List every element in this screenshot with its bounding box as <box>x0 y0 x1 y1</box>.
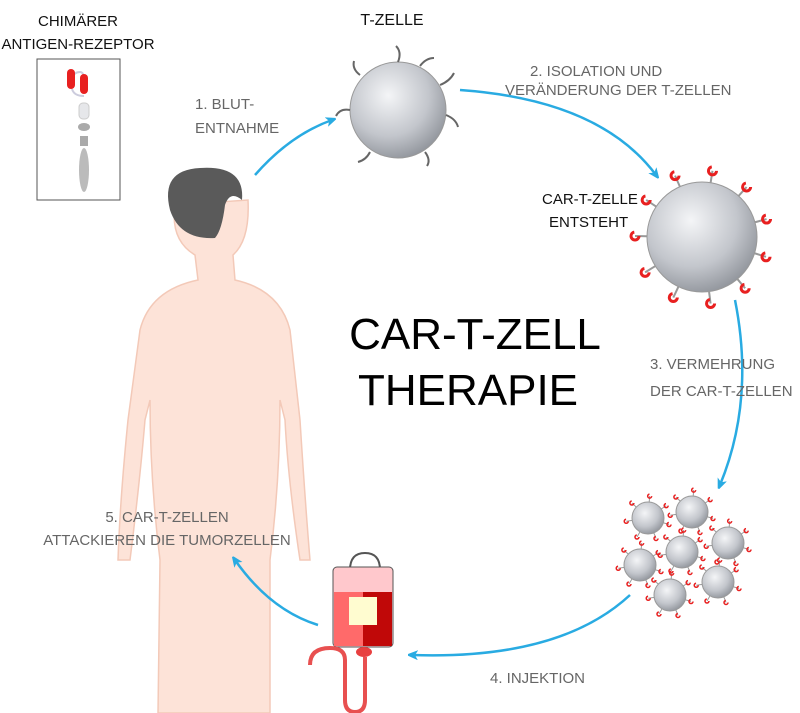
step-3-line-2: DER CAR-T-ZELLEN <box>650 383 793 400</box>
car-t-cell <box>645 570 694 619</box>
step-2-line-2: VERÄNDERUNG DER T-ZELLEN <box>505 82 732 99</box>
car-t-cell <box>693 557 742 606</box>
t-cell-icon <box>335 45 459 167</box>
cycle-arrows <box>235 88 744 655</box>
arrow-step-1 <box>254 120 332 176</box>
car-t-cell <box>623 493 672 542</box>
title-line-1: CAR-T-ZELL <box>349 310 601 359</box>
step-1-line-1: 1. BLUT- <box>195 96 255 113</box>
step-4-label: 4. INJEKTION <box>490 670 586 687</box>
arrow-step-3 <box>720 299 744 485</box>
step-3-line-1: 3. VERMEHRUNG <box>650 356 776 373</box>
step-1-line-2: ENTNAHME <box>195 120 280 137</box>
receptor-label-2: ANTIGEN-REZEPTOR <box>1 36 155 53</box>
title-line-2: THERAPIE <box>357 366 579 415</box>
car-cell-label-1: CAR-T-ZELLE <box>542 191 638 208</box>
arrow-step-5 <box>235 560 319 627</box>
blood-bag-icon <box>308 551 394 713</box>
car-t-cell <box>615 540 664 589</box>
car-cell-label-2: ENTSTEHT <box>549 214 629 231</box>
receptor-label-1: CHIMÄRER <box>37 13 119 30</box>
step-2-line-1: 2. ISOLATION UND <box>530 63 663 80</box>
car-t-cell <box>667 487 716 536</box>
receptor-illustration <box>36 58 121 201</box>
multiplied-cells-icon <box>615 487 752 619</box>
car-t-cell <box>703 518 752 567</box>
arrow-step-2 <box>459 88 656 175</box>
car-t-cell-icon <box>629 165 773 309</box>
step-5-line-2: ATTACKIEREN DIE TUMORZELLEN <box>43 532 291 549</box>
step-5-line-1: 5. CAR-T-ZELLEN <box>105 509 229 526</box>
human-figure <box>117 167 311 713</box>
car-t-cell <box>657 527 706 576</box>
t-cell-label: T-ZELLE <box>360 12 424 29</box>
arrow-step-4 <box>412 594 631 655</box>
